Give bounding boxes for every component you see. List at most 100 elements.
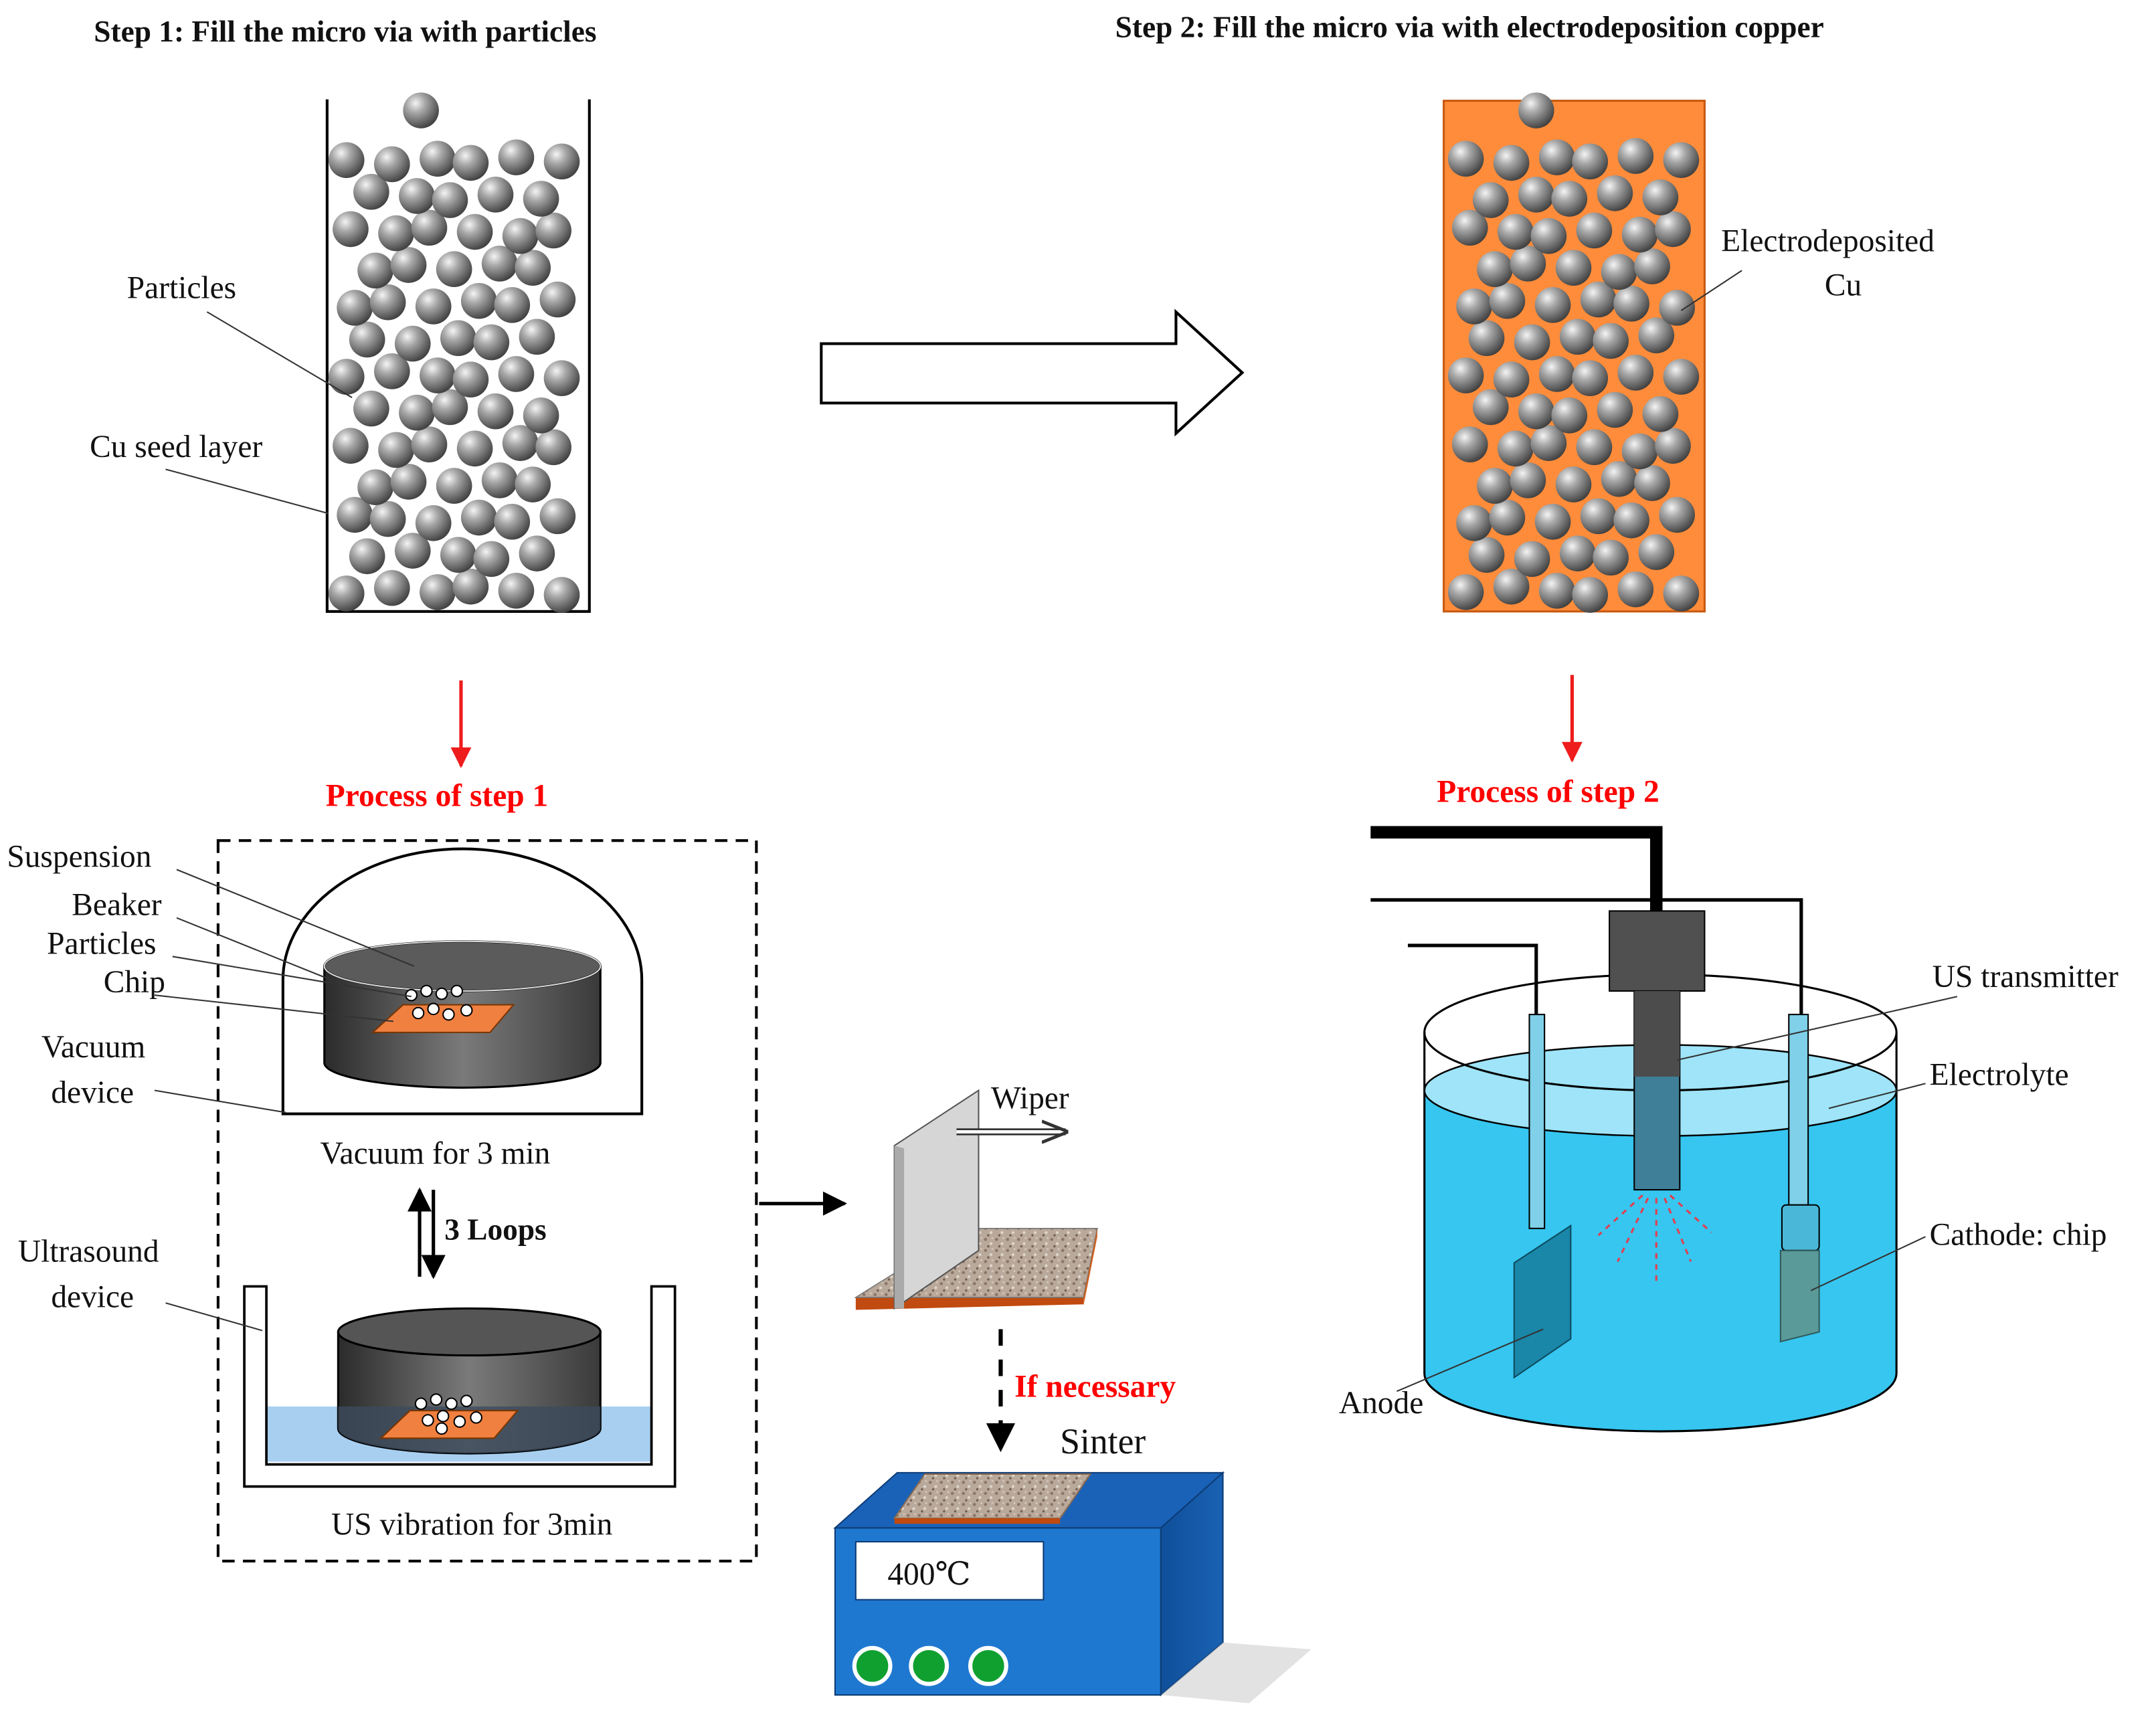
particle [1580,281,1617,318]
leader-electrolyte [1828,1083,1926,1109]
label-particles: Particles [127,271,236,306]
particle [502,217,539,254]
particle [1489,499,1526,536]
particle [1642,179,1679,215]
particle [1538,139,1575,175]
particle [1655,211,1691,248]
particle [353,173,389,210]
particle [460,282,497,319]
particle [1534,287,1571,323]
particle [543,360,580,396]
particle [473,324,510,361]
label-vacuum-device: device [51,1075,134,1110]
particle [1593,539,1629,576]
particle [1530,425,1567,461]
particle [436,468,472,504]
particle [378,215,414,252]
particle [502,425,539,461]
label-seed-layer: Cu seed layer [90,430,262,464]
particle [543,143,580,180]
particle [440,320,476,357]
particle [1551,181,1588,217]
particle [436,251,472,288]
label-cathode: Cathode: chip [1930,1218,2107,1253]
particle [1468,537,1505,573]
heater-button-3 [968,1645,1008,1686]
if-necessary-label: If necessary [1014,1369,1176,1404]
particle [456,213,493,250]
particle [357,469,393,505]
particle [1597,175,1633,211]
particle [1493,361,1530,398]
particle [337,497,373,533]
particle [1655,428,1691,464]
particle [328,142,365,179]
heater-button-1 [852,1645,893,1686]
particle [1613,502,1649,539]
particle [373,353,410,389]
step2-via [1443,92,1706,613]
particle [390,464,427,500]
process1-frame [216,839,758,1562]
particle [539,281,576,318]
wiper-label: Wiper [991,1081,1069,1115]
particle [515,250,551,286]
particle [1534,503,1571,540]
particle [498,573,535,609]
particle [1477,251,1513,288]
particle [494,287,531,323]
leader-seed-layer [165,468,329,515]
particle [1613,285,1649,322]
ultrasound-device [243,1285,677,1488]
particle [1572,577,1609,613]
particle [1617,355,1654,391]
particle [1572,143,1609,180]
particle [539,498,576,535]
particle [373,146,410,183]
particle [1638,534,1675,570]
particle [481,246,518,282]
particle [394,325,431,362]
particle [1551,397,1588,434]
temperature-display [855,1541,1045,1601]
particle [440,537,476,573]
label-ultrasound: Ultrasound [18,1234,159,1269]
label-beaker: Beaker [72,888,162,923]
particle [1659,290,1695,326]
particle [1559,319,1596,355]
particle [394,533,431,569]
particle [1493,568,1530,605]
particle [1530,217,1567,254]
label-us-transmitter: US transmitter [1933,960,2119,994]
step-transition-arrow [820,308,1245,437]
particle [1538,573,1575,609]
vacuum-caption: Vacuum for 3 min [321,1136,551,1171]
step1-particles [328,92,580,613]
wiper-assembly [853,1089,1098,1310]
particle [1477,468,1513,504]
particle [333,428,369,464]
particle [1559,535,1596,571]
step1-title: Step 1: Fill the micro via with particle… [94,15,596,48]
label-particles-p1: Particles [47,926,156,961]
label-electrodeposited: Electrodeposited [1721,223,1935,258]
heater-button-2 [909,1645,950,1686]
particle [1451,426,1488,463]
particle [1468,320,1505,357]
particle [523,397,559,434]
particle [1663,142,1700,179]
particle [477,393,514,430]
particle [460,499,497,536]
label-vacuum: Vacuum [41,1030,146,1065]
process2-title: Process of step 2 [1437,774,1659,809]
particle [1634,465,1670,501]
particle [420,357,456,393]
particle [498,139,535,175]
particle [353,390,389,427]
particle [535,212,571,249]
particle [1663,575,1700,612]
particle [1518,177,1554,213]
loops-label: 3 Loops [444,1212,547,1246]
particle [519,319,555,355]
